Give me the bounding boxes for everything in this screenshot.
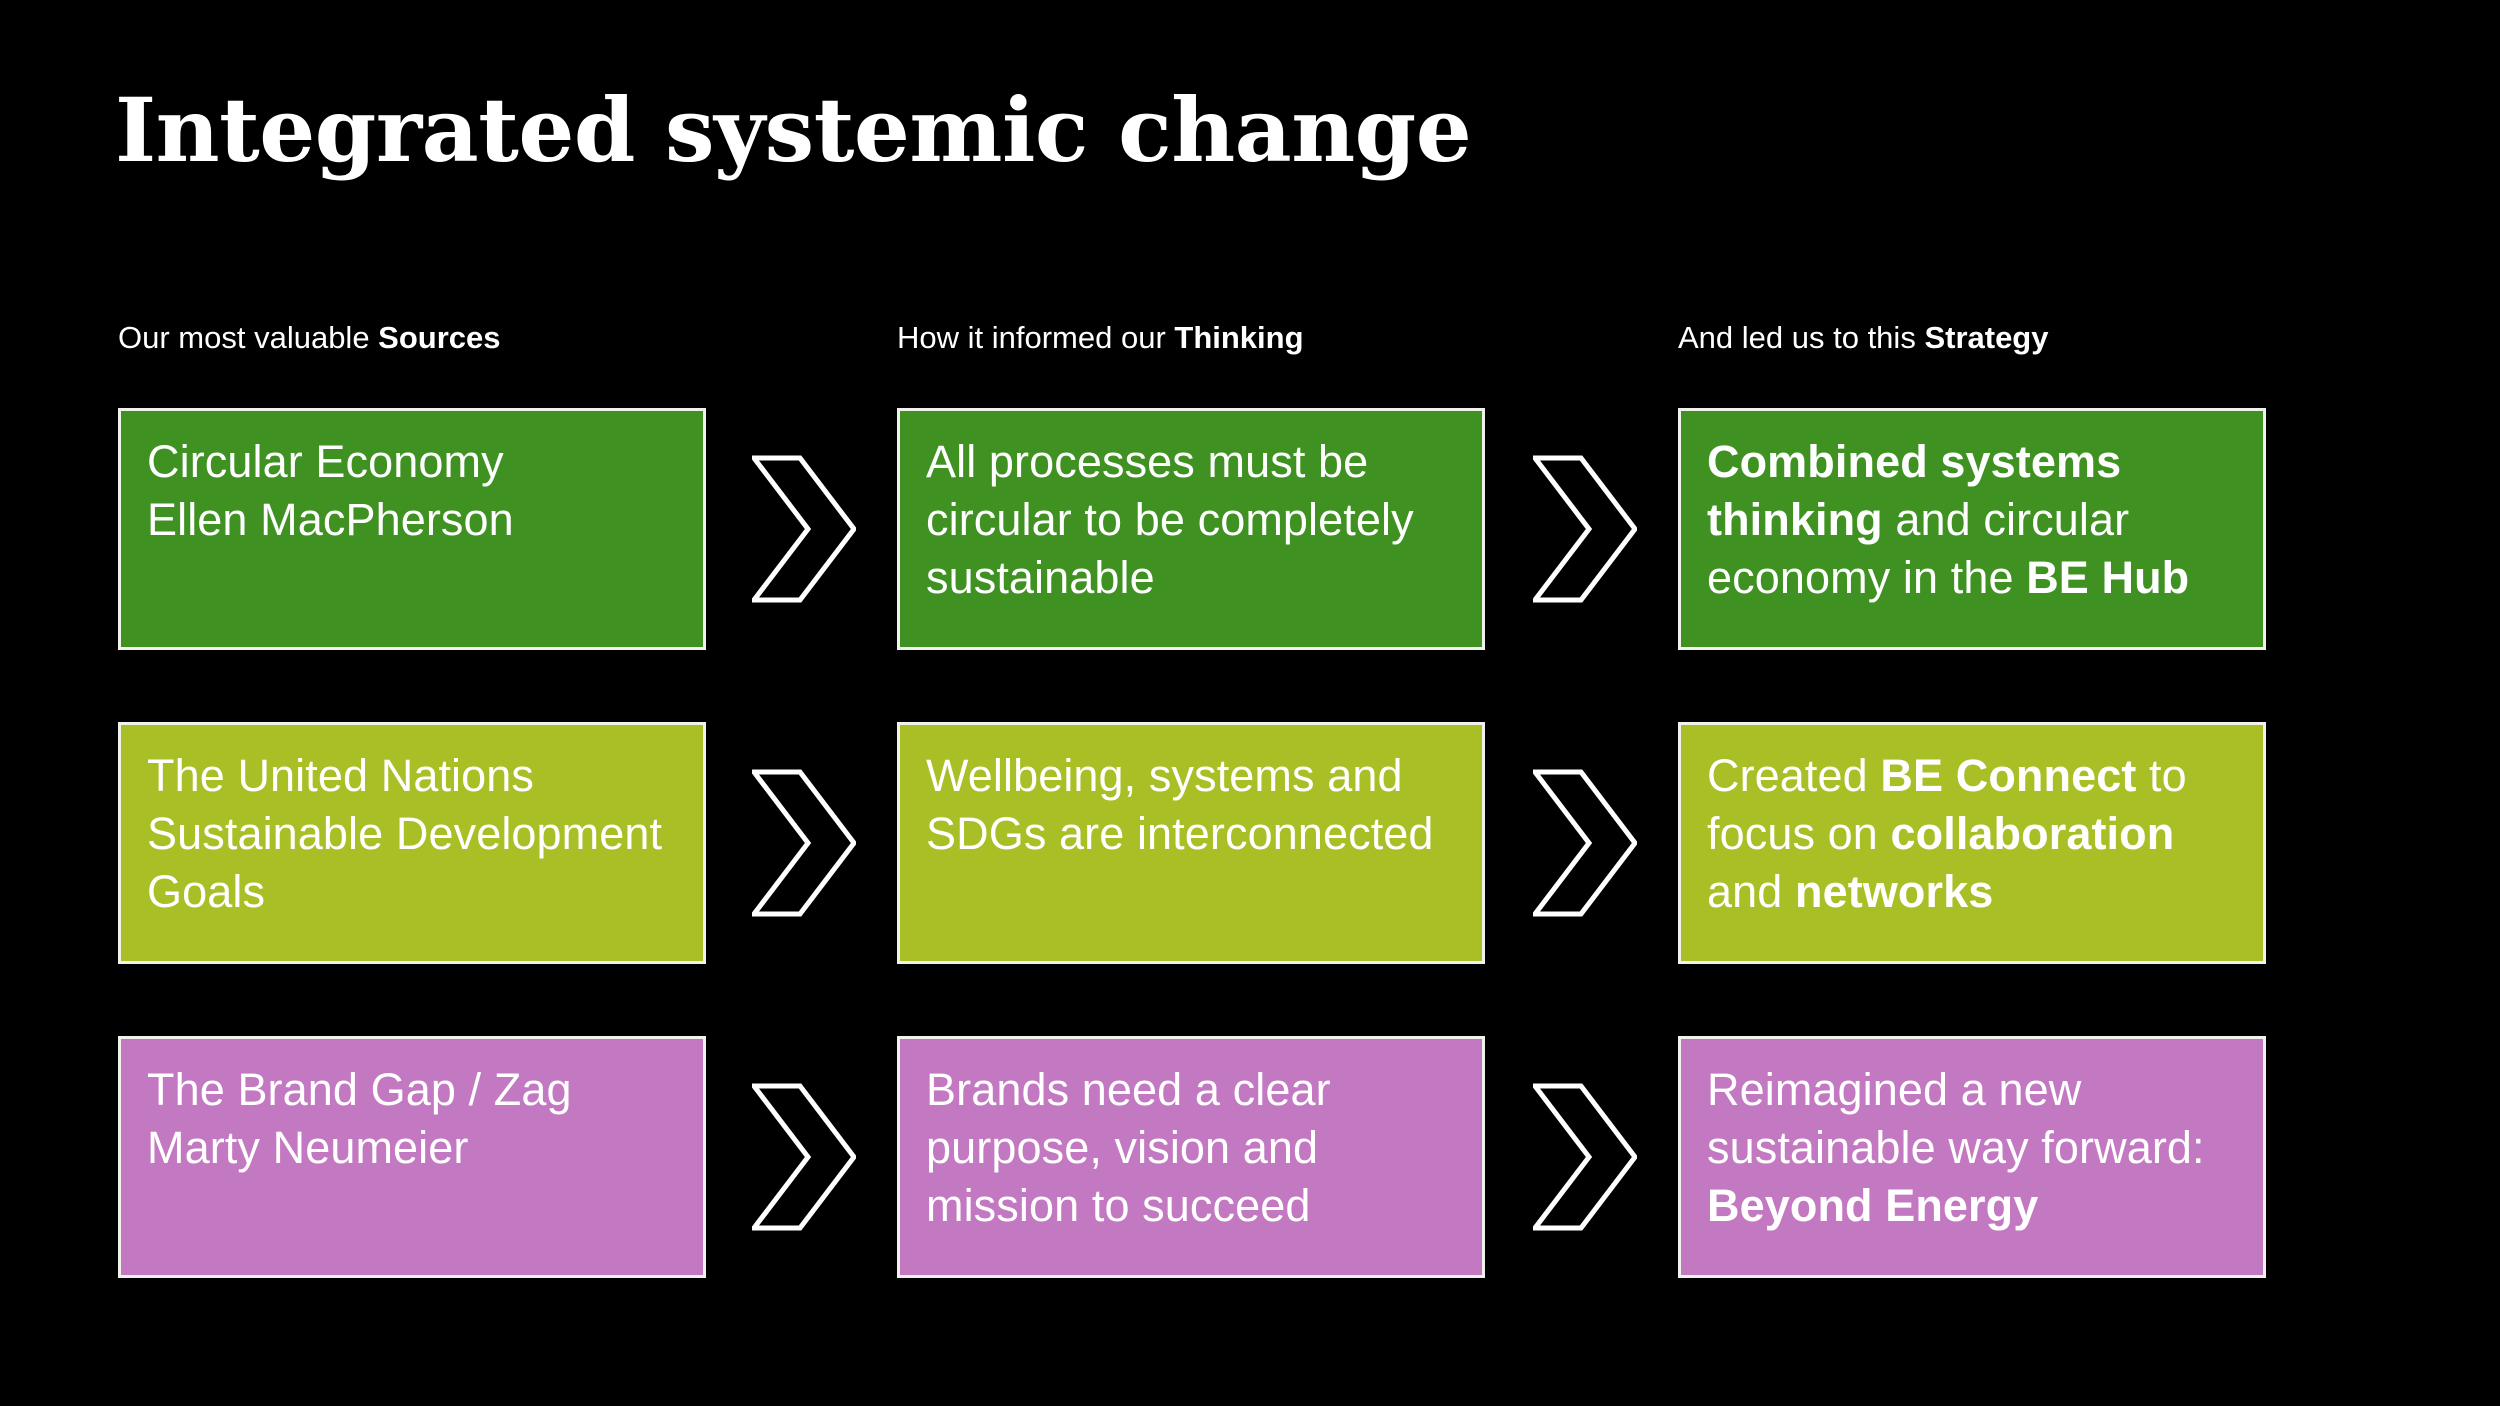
- cell-text: Created BE Connect to focus on collabora…: [1707, 750, 2187, 917]
- cell-text: Wellbeing, systems and SDGs are intercon…: [926, 750, 1434, 859]
- cell-thinking-row-3[interactable]: Brands need a clear purpose, vision and …: [897, 1036, 1485, 1278]
- cell-thinking-row-1[interactable]: All processes must be circular to be com…: [897, 408, 1485, 650]
- column-header-strategy-emphasis: Strategy: [1924, 320, 2049, 355]
- column-header-thinking-emphasis: Thinking: [1174, 320, 1304, 355]
- cell-text: The United Nations Sustainable Developme…: [147, 750, 663, 917]
- chevron-right-icon: [1533, 455, 1637, 603]
- chevron-right-icon: [752, 455, 856, 603]
- cell-strategy-row-2[interactable]: Created BE Connect to focus on collabora…: [1678, 722, 2266, 964]
- cell-strategy-row-3[interactable]: Reimagined a new sustainable way forward…: [1678, 1036, 2266, 1278]
- column-header-thinking-prefix: How it informed our: [897, 320, 1175, 355]
- column-header-sources: Our most valuable Sources: [118, 318, 501, 358]
- column-header-strategy: And led us to this Strategy: [1678, 318, 2048, 358]
- chevron-right-icon: [1533, 1083, 1637, 1231]
- cell-sources-row-2[interactable]: The United Nations Sustainable Developme…: [118, 722, 706, 964]
- chevron-right-icon: [752, 769, 856, 917]
- column-header-thinking: How it informed our Thinking: [897, 318, 1304, 358]
- column-headers: Our most valuable Sources How it informe…: [0, 318, 2500, 364]
- cell-text: Reimagined a new sustainable way forward…: [1707, 1064, 2205, 1231]
- cell-text: All processes must be circular to be com…: [926, 436, 1414, 603]
- chevron-right-icon: [752, 1083, 856, 1231]
- cell-text: Brands need a clear purpose, vision and …: [926, 1064, 1331, 1231]
- cell-thinking-row-2[interactable]: Wellbeing, systems and SDGs are intercon…: [897, 722, 1485, 964]
- cell-strategy-row-1[interactable]: Combined systems thinking and circular e…: [1678, 408, 2266, 650]
- column-header-strategy-prefix: And led us to this: [1678, 320, 1925, 355]
- page-title: Integrated systemic change: [115, 78, 1472, 182]
- column-header-sources-emphasis: Sources: [378, 320, 501, 355]
- chevron-right-icon: [1533, 769, 1637, 917]
- cell-text: Combined systems thinking and circular e…: [1707, 436, 2190, 603]
- column-header-sources-prefix: Our most valuable: [118, 320, 379, 355]
